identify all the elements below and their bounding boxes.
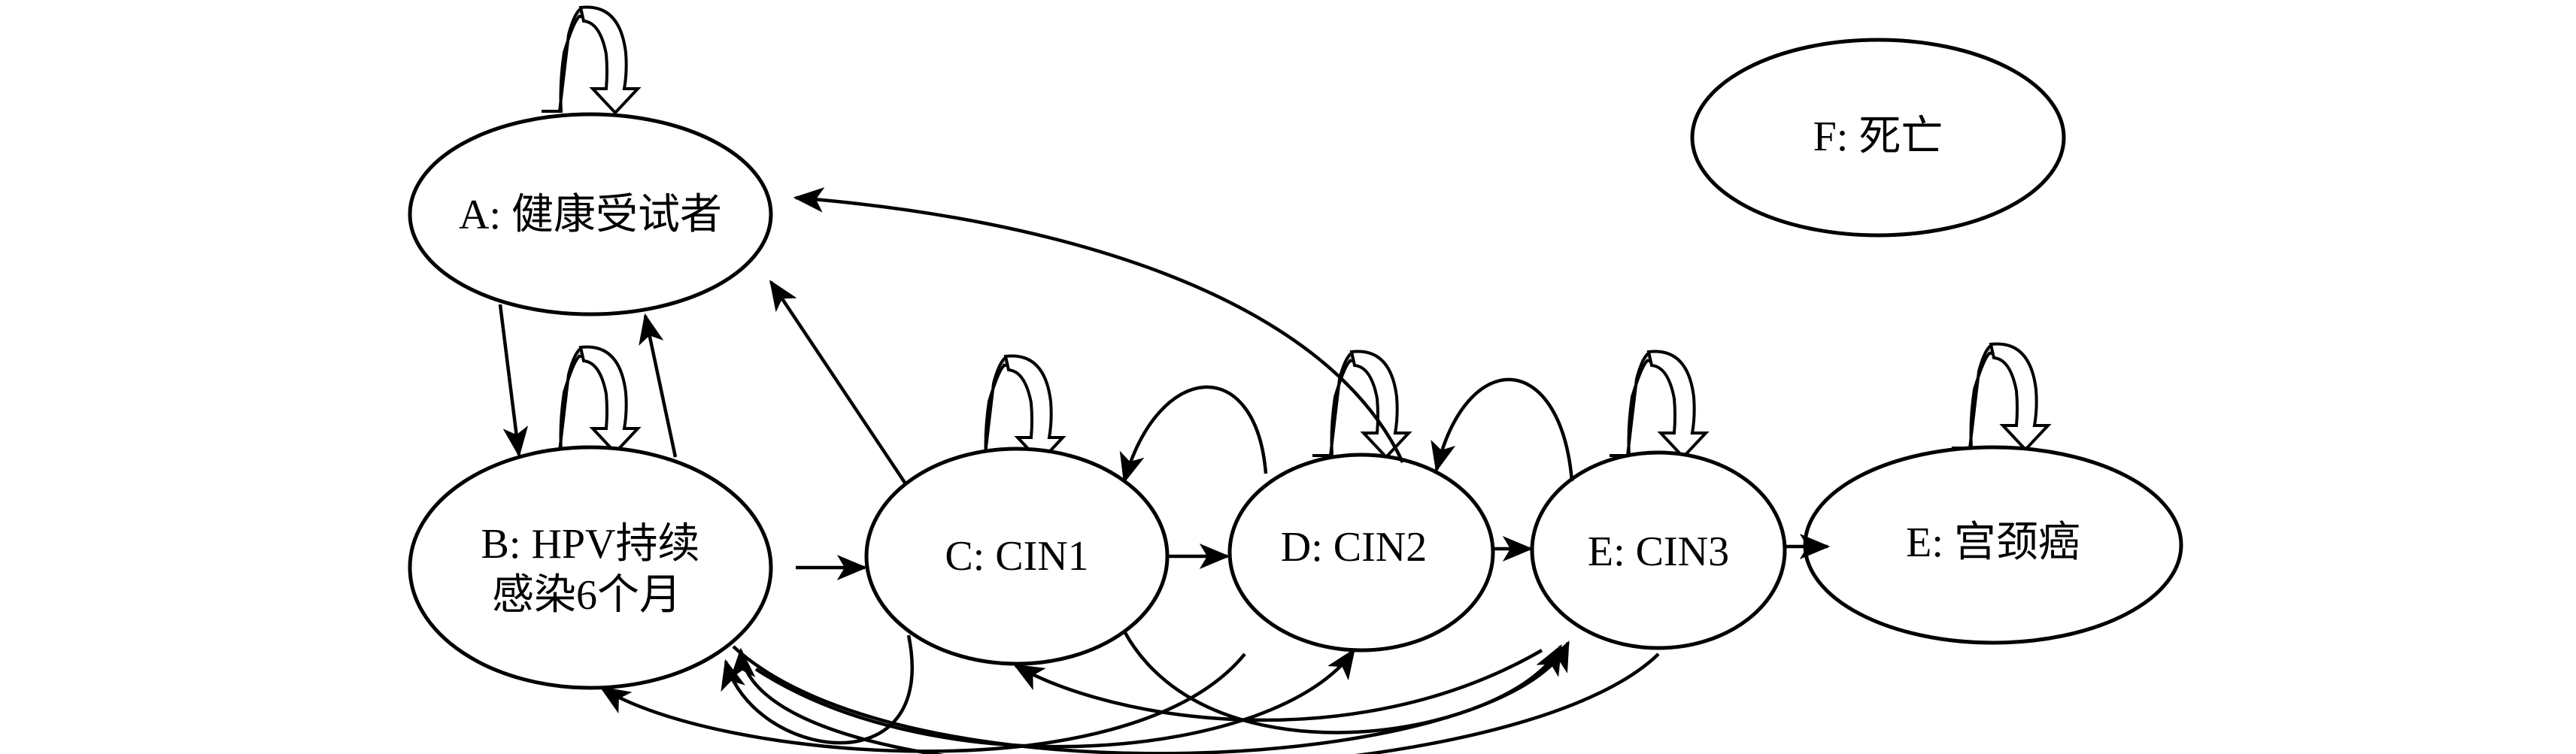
node-cin3-label: E: CIN3 bbox=[1588, 528, 1729, 575]
node-d: D: CIN2 bbox=[1227, 453, 1495, 653]
node-e-label: E: 宫颈癌 bbox=[1906, 519, 2080, 566]
node-c-label: C: CIN1 bbox=[945, 533, 1088, 580]
node-c: C: CIN1 bbox=[864, 447, 1170, 666]
node-f-label: F: 死亡 bbox=[1813, 114, 1943, 160]
node-d-label: D: CIN2 bbox=[1281, 524, 1427, 571]
edge-c-to-cin3 bbox=[1123, 630, 1562, 734]
edge-c-to-b bbox=[721, 634, 914, 745]
node-b-label-line1: B: HPV持续 bbox=[481, 521, 700, 568]
self-loop-cin3 bbox=[1610, 350, 1710, 459]
self-loop-d bbox=[1312, 350, 1412, 459]
self-loop-b bbox=[542, 345, 642, 455]
node-f: F: 死亡 bbox=[1690, 38, 2066, 238]
edge-cin3-to-d bbox=[1431, 377, 1574, 482]
edge-c-to-a bbox=[769, 280, 908, 486]
edge-cin3-to-b bbox=[730, 647, 1660, 754]
edge-d-to-c bbox=[1119, 385, 1268, 484]
node-b-label-line2: 感染6个月 bbox=[492, 572, 681, 619]
edge-cin3-to-c bbox=[1013, 649, 1543, 722]
node-b: B: HPV持续 感染6个月 bbox=[408, 445, 773, 690]
node-e: E: 宫颈癌 bbox=[1803, 445, 2183, 645]
edge-a-to-b bbox=[498, 304, 529, 458]
self-loop-a bbox=[542, 5, 642, 115]
edge-b-to-d bbox=[754, 648, 1355, 749]
node-cin3: E: CIN3 bbox=[1530, 450, 1787, 650]
edge-d-to-a bbox=[793, 187, 1405, 463]
edge-b-to-a bbox=[639, 313, 678, 458]
edge-d-to-b bbox=[599, 653, 1246, 753]
node-a: A: 健康受试者 bbox=[408, 112, 773, 316]
self-loop-e bbox=[1952, 342, 2052, 452]
node-a-label: A: 健康受试者 bbox=[459, 192, 722, 238]
self-loop-c bbox=[966, 354, 1067, 464]
